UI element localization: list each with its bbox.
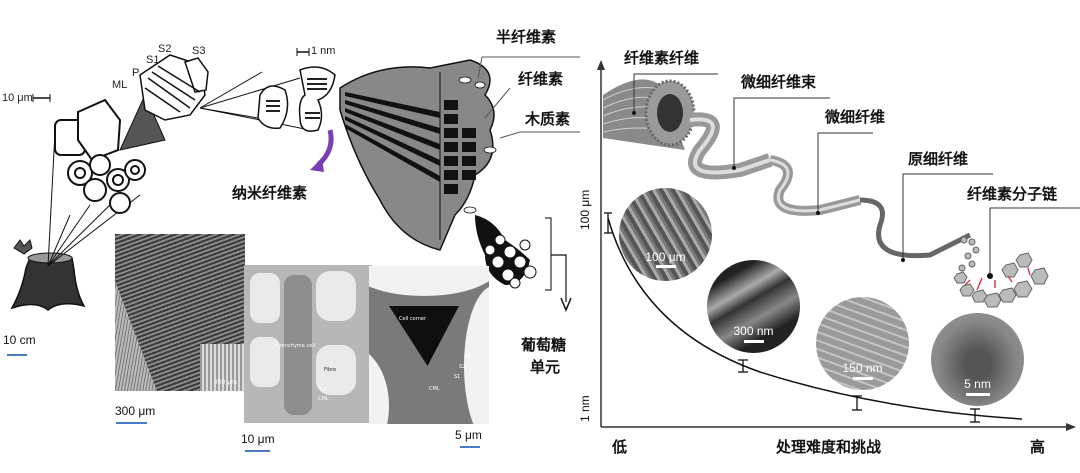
x-axis-low-label: 低 (612, 438, 628, 456)
microfibril-bundle-illustration (688, 112, 972, 259)
label-cellulose-chain: 纤维素分子链 (967, 185, 1058, 203)
x-axis-title: 处理难度和挑战 (776, 438, 882, 456)
cell-wall-matrix-wedge (339, 59, 497, 251)
cell-wall-layers (139, 54, 209, 121)
label-cellulose: 纤维素 (518, 70, 564, 88)
x-axis-high-label: 高 (1030, 438, 1046, 456)
label-p: P (132, 67, 140, 79)
micrograph-circle-fiber: 100 μm (619, 188, 712, 281)
micrograph-cells: Parenchyma cell Fibre S2 CML (244, 265, 372, 423)
micrograph-vessel-scale-bar (116, 422, 147, 424)
tree-scale-label: 10 cm (3, 333, 36, 347)
cellulose-fiber-illustration (602, 79, 696, 150)
micrograph-circle-microfibril: 150 nm (816, 297, 909, 390)
micrograph-cells-scale: 10 μm (241, 432, 275, 446)
inner-label-s2: S2 (459, 364, 466, 370)
label-microfibril: 微细纤维 (825, 108, 886, 126)
circle-scale-150nm: 150 nm (842, 361, 883, 375)
micrograph-vessel: 300 μm (115, 234, 245, 391)
tree-scale-bar (7, 354, 27, 356)
tree-stump-icon (10, 239, 86, 311)
microfibril-bundle (257, 66, 336, 132)
label-nanocellulose: 纳米纤维素 (232, 184, 308, 202)
micrograph-circle-bundle: 300 nm (707, 260, 800, 353)
label-ml: ML (112, 79, 128, 91)
circle-scale-100um: 100 μm (645, 250, 686, 264)
error-bars (604, 212, 980, 423)
micrograph-cell-corner-scale: 5 μm (455, 428, 482, 442)
label-s1: S1 (146, 54, 160, 66)
label-1nm: 1 nm (311, 45, 336, 57)
label-hemicellulose: 半纤维素 (496, 28, 557, 46)
circle-scale-300nm: 300 nm (733, 324, 774, 338)
label-elementary-fibril: 原细纤维 (908, 150, 969, 168)
micrograph-cell-corner: Cell corner S1 S2 S1 CML (369, 266, 489, 424)
cell-cluster (54, 98, 146, 214)
micrograph-vessel-inner-scale: 300 μm (213, 379, 237, 386)
y-axis-bottom-label: 1 nm (578, 395, 592, 422)
micrograph-circle-fibril: 5 nm (931, 313, 1024, 406)
y-axis-top-label: 100 μm (578, 189, 592, 230)
inner-label-cell-corner: Cell corner (399, 316, 427, 322)
inner-label-cml: CML (318, 396, 329, 402)
label-glucose-unit-2: 单元 (530, 358, 561, 376)
label-s3: S3 (192, 45, 206, 57)
inner-label-s1-a: S1 (464, 354, 471, 360)
inner-label-s1-b: S1 (454, 374, 461, 380)
label-microfibril-bundle: 微细纤维束 (741, 73, 817, 91)
label-glucose-unit-1: 葡萄糖 (521, 336, 567, 354)
micrograph-cells-scale-bar (245, 450, 270, 452)
micrograph-cell-corner-scale-bar (460, 446, 480, 448)
scale-decay-curve (607, 217, 1023, 420)
label-cellulose-fiber: 纤维素纤维 (624, 49, 700, 67)
label-s2: S2 (158, 43, 172, 55)
molecular-chain-illustration (953, 236, 1049, 308)
inner-label-s2: S2 (320, 387, 327, 393)
wood-hierarchy-drawing (10, 48, 580, 312)
label-lignin: 木质素 (525, 110, 571, 128)
circle-scale-5nm: 5 nm (964, 377, 991, 391)
inner-label-cml: CML (429, 386, 440, 392)
inner-label-parenchyma: Parenchyma cell (274, 343, 316, 349)
label-10um: 10 μm (2, 92, 33, 104)
inner-label-fibre: Fibre (324, 367, 337, 373)
micrograph-vessel-scale: 300 μm (115, 404, 156, 418)
